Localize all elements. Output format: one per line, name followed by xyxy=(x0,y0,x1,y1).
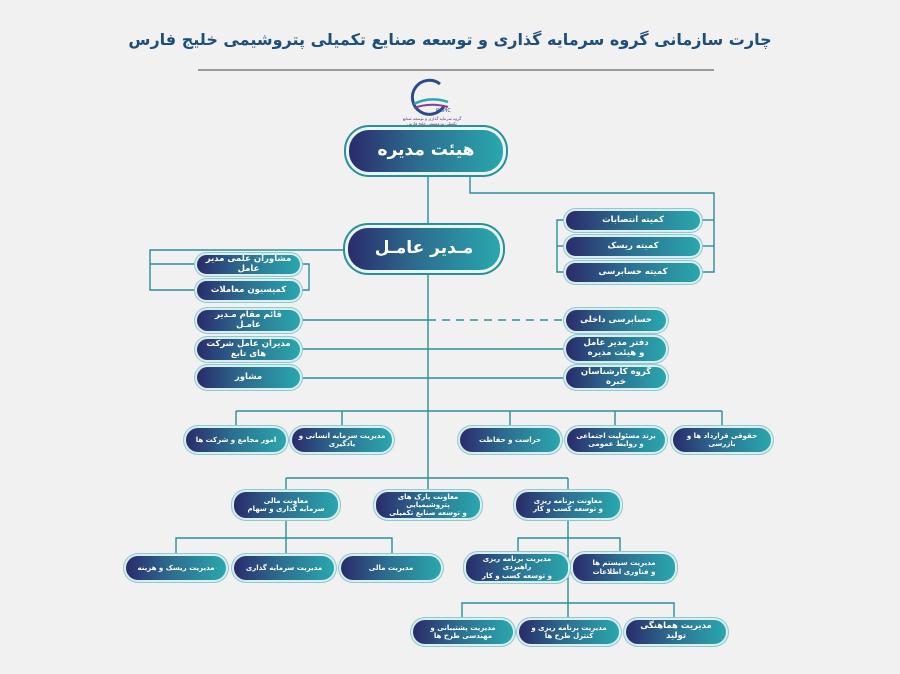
chart-title: چارت سازمانی گروه سرمایه گذاری و توسعه ص… xyxy=(128,30,772,49)
scientific-advisors-node: مشاوران علمی مدیر عامل xyxy=(197,254,300,274)
board-of-directors-node: هیئت مدیره xyxy=(349,130,503,172)
logo-caption: گروه سرمایه گذاری و توسعه صنایع تکمیلی پ… xyxy=(402,116,462,126)
logo-text: PGPIC xyxy=(436,108,451,114)
human-capital-node: مدیریت سرمایه انسانی و یادگیری xyxy=(292,428,392,452)
systems-it-node: مدیریت سیستم ها و فناوری اطلاعات xyxy=(573,554,675,581)
appointments-committee-node: کمیته انتصابات xyxy=(566,211,700,230)
project-control-node: مدیریت برنامه ریزی و کنترل طرح ها xyxy=(519,620,619,644)
finance-management-node: مدیریت مالی xyxy=(341,556,441,580)
risk-cost-management-node: مدیریت ریسک و هزینه xyxy=(126,556,226,580)
ceo-office-node: دفتر مدیر عامل و هیئت مدیره xyxy=(566,337,666,361)
risk-committee-node: کمیته ریسک xyxy=(566,237,700,256)
deputy-ceo-node: قائم مقام مـدیر عامـل xyxy=(197,310,300,331)
ceo-node: مـدیر عامـل xyxy=(348,228,500,270)
deputy-parks-node: معاونت پارک های پتروشیمیایی و توسعه صنای… xyxy=(376,492,480,518)
subsidiary-ceos-node: مدیران عامل شرکت های تابع xyxy=(197,339,300,360)
deputy-finance-node: معاونت مالی سرمایه گذاری و سهام xyxy=(234,492,338,518)
legal-contracts-node: حقوقی قرارداد ها و بازرسی xyxy=(673,428,771,452)
transactions-commission-node: کمیسیون معاملات xyxy=(197,281,300,300)
internal-audit-node: حسابرسی داخلی xyxy=(566,310,666,331)
advisor-node: مشاور xyxy=(197,367,300,388)
title-divider xyxy=(198,69,714,71)
brand-csr-node: برند مسئولیت اجتماعی و روابط عمومی xyxy=(567,428,665,452)
security-node: حراست و حفاظت xyxy=(460,428,560,452)
audit-committee-node: کمیته حسابرسی xyxy=(566,263,700,282)
general-assemblies-node: امور مجامع و شرکت ها xyxy=(186,428,286,452)
investment-management-node: مدیریت سرمایه گذاری xyxy=(234,556,334,580)
expert-group-node: گروه کارشناسان خبره xyxy=(566,367,666,388)
deputy-planning-node: معاونت برنامه ریزی و توسعه کسب و کار xyxy=(516,492,620,518)
strategic-planning-node: مدیریت برنامه ریزی راهبردی و توسعه کسب و… xyxy=(466,554,568,581)
company-logo: PGPIC xyxy=(400,76,460,124)
production-coordination-node: مدیریت هماهنگی تولید xyxy=(626,620,726,644)
support-engineering-node: مدیریت پشتیبانی و مهندسی طرح ها xyxy=(413,620,513,644)
